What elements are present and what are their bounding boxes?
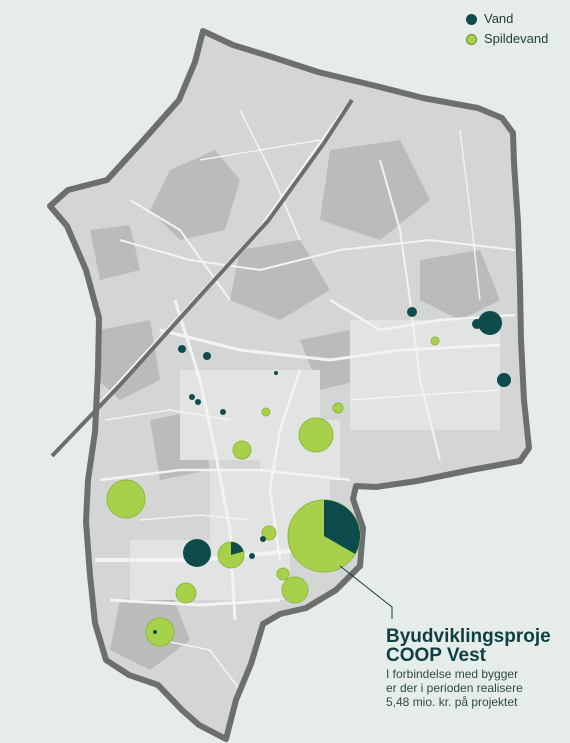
vand-marker[interactable] [497, 373, 511, 387]
vand-marker[interactable] [274, 371, 278, 375]
vand-swatch-icon [466, 13, 477, 25]
legend-item-vand: Vand [466, 9, 548, 29]
combined-marker[interactable] [217, 541, 245, 569]
spildevand-swatch-icon [466, 33, 477, 45]
municipality-border [47, 28, 532, 742]
spildevand-marker[interactable] [276, 567, 290, 581]
vand-marker[interactable] [203, 352, 211, 360]
spildevand-marker[interactable] [261, 525, 277, 541]
railway-line [50, 98, 354, 458]
legend-label: Vand [484, 11, 514, 26]
vand-marker[interactable] [260, 536, 266, 542]
legend-item-spildevand: Spildevand [466, 29, 548, 49]
vand-marker[interactable] [472, 319, 482, 329]
vand-marker[interactable] [189, 394, 195, 400]
vand-marker[interactable] [407, 307, 417, 317]
coop-vest-project-marker[interactable] [287, 499, 361, 573]
project-callout: Byudviklingsproje COOP Vest I forbindels… [386, 627, 551, 709]
legend-label: Spildevand [484, 31, 549, 46]
spildevand-marker[interactable] [232, 440, 252, 460]
vand-marker[interactable] [153, 630, 157, 634]
vand-marker[interactable] [249, 553, 255, 559]
vand-marker[interactable] [478, 311, 502, 335]
callout-leader-line [339, 565, 393, 619]
vand-marker[interactable] [220, 409, 226, 415]
map-legend: Vand Spildevand [466, 9, 548, 49]
spildevand-marker[interactable] [281, 576, 309, 604]
map-detail [50, 108, 516, 691]
spildevand-marker[interactable] [261, 407, 271, 417]
spildevand-marker[interactable] [106, 479, 146, 519]
spildevand-marker[interactable] [332, 402, 344, 414]
spildevand-marker[interactable] [145, 617, 175, 647]
spildevand-marker[interactable] [430, 336, 440, 346]
callout-body: I forbindelse med bygger er der i period… [386, 667, 523, 709]
landuse-patches [90, 140, 500, 670]
vand-marker[interactable] [178, 345, 186, 353]
project-markers [106, 307, 511, 647]
spildevand-marker[interactable] [298, 417, 334, 453]
callout-title: Byudviklingsproje COOP Vest [386, 626, 551, 666]
vand-marker[interactable] [195, 399, 201, 405]
spildevand-marker[interactable] [175, 582, 197, 604]
vand-marker[interactable] [183, 539, 211, 567]
